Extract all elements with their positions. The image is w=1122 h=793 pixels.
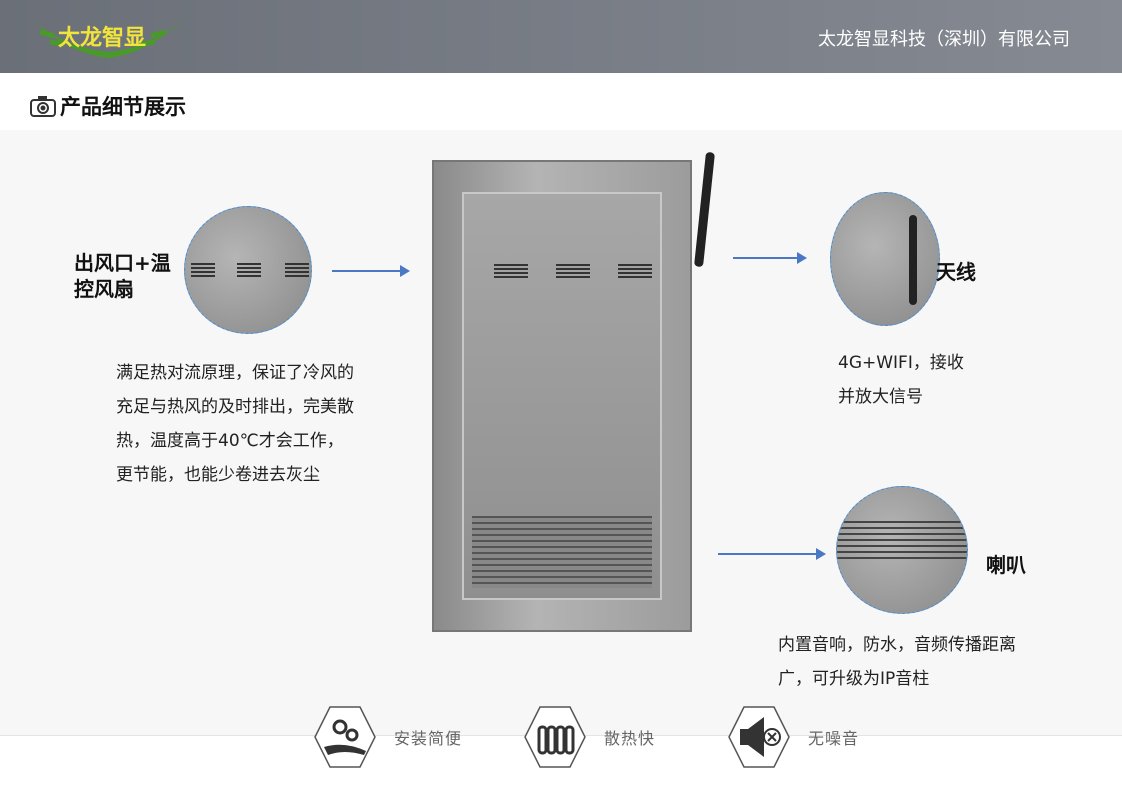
arrow-vent xyxy=(332,265,410,277)
vent-label: 出风口+温控风扇 xyxy=(74,251,171,301)
feature-label: 无噪音 xyxy=(808,729,860,748)
company-name: 太龙智显科技（深圳）有限公司 xyxy=(818,29,1070,50)
logo-text: 太龙智显 xyxy=(58,26,147,51)
speaker-detail-image xyxy=(836,486,968,614)
antenna-label: 天线 xyxy=(936,260,976,284)
section-title-text: 产品细节展示 xyxy=(60,95,186,119)
camera-icon xyxy=(30,96,56,117)
mute-speaker-icon xyxy=(728,706,790,768)
vent-description: 满足热对流原理，保证了冷风的充足与热风的及时排出，完美散热，温度高于40℃才会工… xyxy=(116,363,354,485)
speaker-label: 喇叭 xyxy=(986,553,1026,577)
feature-no-noise: 无噪音 xyxy=(728,705,859,769)
arrow-antenna xyxy=(733,252,807,264)
feature-label: 安装简便 xyxy=(394,729,463,748)
antenna-detail-image xyxy=(830,192,940,326)
hand-gears-icon xyxy=(314,706,376,768)
radiator-icon xyxy=(524,706,586,768)
speaker-description: 内置音响，防水，音频传播距离广，可升级为IP音柱 xyxy=(778,635,1016,689)
logo-laurel-icon xyxy=(32,20,183,58)
feature-fast-cooling: 散热快 xyxy=(524,705,655,769)
antenna-description: 4G+WIFI，接收并放大信号 xyxy=(838,353,964,407)
arrow-speaker xyxy=(718,548,826,560)
feature-easy-install: 安装简便 xyxy=(314,705,462,769)
feature-label: 散热快 xyxy=(604,729,656,748)
page-title: 产品细节展示 xyxy=(30,91,186,121)
speaker-grille xyxy=(472,516,652,588)
header: 太龙智显 太龙智显科技（深圳）有限公司 xyxy=(0,0,1122,73)
vent-detail-image xyxy=(184,206,312,334)
product-cabinet-image xyxy=(432,160,692,632)
